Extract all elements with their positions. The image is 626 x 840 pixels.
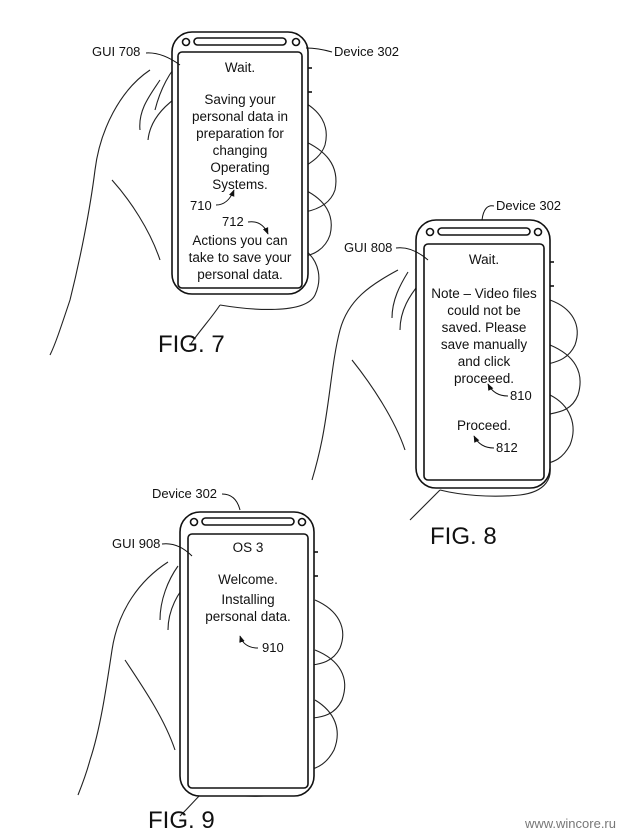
svg-text:OS 3: OS 3 bbox=[233, 540, 264, 555]
gui-label: GUI 908 bbox=[112, 536, 160, 551]
svg-text:and click: and click bbox=[458, 354, 511, 369]
device-label: Device 302 bbox=[496, 198, 561, 213]
svg-text:Welcome.: Welcome. bbox=[218, 572, 278, 587]
reference-712: 712 bbox=[222, 214, 244, 229]
svg-text:Saving your: Saving your bbox=[204, 92, 276, 107]
reference-710: 710 bbox=[190, 198, 212, 213]
svg-text:proceeed.: proceeed. bbox=[454, 371, 514, 386]
figure-caption: FIG. 8 bbox=[430, 523, 497, 550]
screen-text: Wait. Saving your personal data in prepa… bbox=[189, 60, 292, 282]
svg-text:preparation for: preparation for bbox=[196, 126, 284, 141]
svg-text:save manually: save manually bbox=[441, 337, 528, 352]
reference-812: 812 bbox=[496, 440, 518, 455]
svg-text:Wait.: Wait. bbox=[225, 60, 255, 75]
gui-label: GUI 808 bbox=[344, 240, 392, 255]
svg-text:Proceed.: Proceed. bbox=[457, 418, 511, 433]
phone-device bbox=[415, 219, 554, 489]
device-label: Device 302 bbox=[334, 44, 399, 59]
svg-text:saved. Please: saved. Please bbox=[442, 320, 527, 335]
screen-text: OS 3 Welcome. Installing personal data. bbox=[205, 540, 291, 624]
reference-810: 810 bbox=[510, 388, 532, 403]
device-label: Device 302 bbox=[152, 486, 217, 501]
figure-9: Device 302 GUI 908 OS 3 Welcome. Install… bbox=[77, 486, 346, 834]
watermark: www.wincore.ru bbox=[524, 816, 616, 831]
svg-text:take to save your: take to save your bbox=[189, 250, 292, 265]
phone-device bbox=[171, 31, 312, 295]
svg-text:personal data.: personal data. bbox=[205, 609, 291, 624]
svg-text:personal data in: personal data in bbox=[192, 109, 288, 124]
svg-text:could not be: could not be bbox=[447, 303, 521, 318]
svg-text:Note – Video files: Note – Video files bbox=[431, 286, 537, 301]
figure-caption: FIG. 7 bbox=[158, 331, 225, 358]
reference-910: 910 bbox=[262, 640, 284, 655]
svg-text:Wait.: Wait. bbox=[469, 252, 499, 267]
svg-text:personal data.: personal data. bbox=[197, 267, 283, 282]
figure-8: Device 302 GUI 808 Wait. Note – Video fi… bbox=[311, 198, 581, 550]
phone-device bbox=[179, 511, 318, 797]
screen-text: Wait. Note – Video files could not be sa… bbox=[431, 252, 537, 433]
hand-illustration bbox=[311, 269, 581, 521]
svg-text:Actions you can: Actions you can bbox=[192, 233, 287, 248]
figure-caption: FIG. 9 bbox=[148, 807, 215, 834]
gui-label: GUI 708 bbox=[92, 44, 140, 59]
svg-text:changing: changing bbox=[213, 143, 268, 158]
svg-text:Systems.: Systems. bbox=[212, 177, 268, 192]
svg-text:Operating: Operating bbox=[210, 160, 269, 175]
figure-7: GUI 708 Device 302 Wait. Saving your per… bbox=[49, 31, 399, 358]
svg-text:Installing: Installing bbox=[221, 592, 274, 607]
